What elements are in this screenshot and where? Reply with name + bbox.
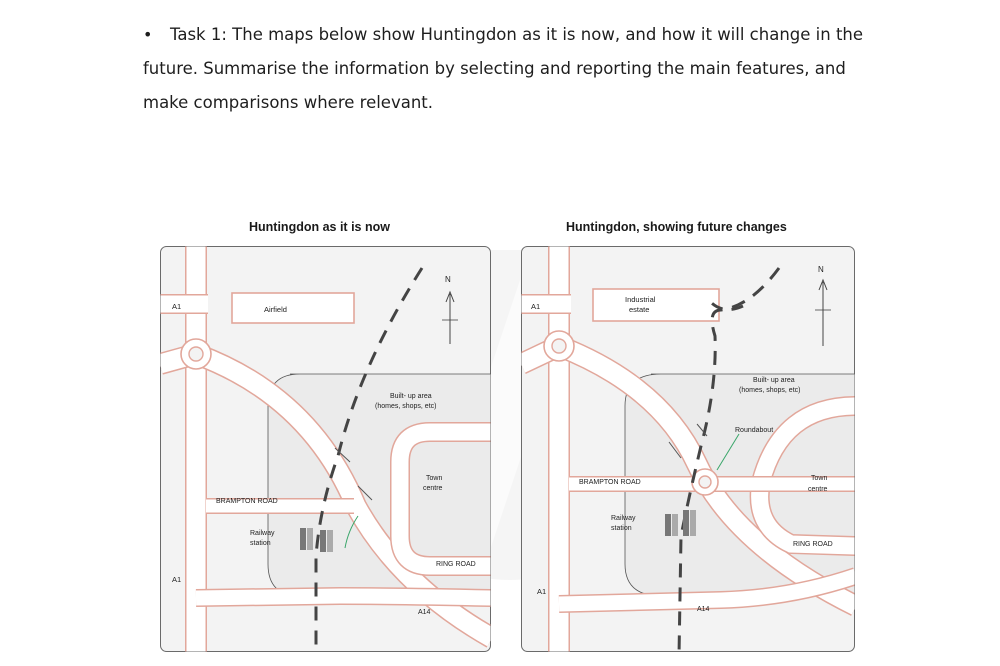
a1-top-label: A1 (531, 302, 540, 311)
brampton-label: BRAMPTON ROAD (579, 479, 641, 486)
a14-label: A14 (418, 609, 431, 616)
roundabout-label: Roundabout (735, 427, 773, 434)
railway-label-2: station (611, 525, 632, 532)
roundabout-pointer (716, 433, 740, 471)
industrial-label-2: estate (629, 305, 649, 314)
task-line-2: future. Summarise the information by sel… (143, 59, 846, 78)
north-label: N (445, 275, 451, 284)
town-label-2: centre (808, 486, 828, 493)
industrial-estate (592, 288, 720, 322)
a14-road (521, 334, 855, 616)
industrial-label-1: Industrial (625, 295, 656, 304)
builtup-label-2: (homes, shops, etc) (739, 387, 800, 394)
a1-lower-road (195, 586, 491, 607)
railway-label-2: station (250, 540, 271, 547)
railway-label-1: Railway (250, 530, 275, 537)
task-line-1: Task 1: The maps below show Huntingdon a… (170, 25, 864, 44)
town-label-1: Town (811, 475, 827, 482)
ring-road-label: RING ROAD (436, 561, 476, 568)
a1-lower-road (558, 567, 855, 613)
railway-line (677, 267, 781, 652)
task-line-3: make comparisons where relevant. (143, 93, 434, 112)
builtup-label-1: Built- up area (390, 393, 432, 400)
a1-bottom-label: A1 (537, 587, 546, 596)
town-label-2: centre (423, 485, 443, 492)
builtup-label-2: (homes, shops, etc) (375, 403, 436, 410)
builtup-label-1: Built- up area (753, 377, 795, 384)
airfield-label: Airfield (264, 305, 287, 314)
map-now: N A1 A1 Airfield Built- up area (homes, … (160, 246, 494, 661)
railway-station (300, 528, 333, 552)
a14-label: A14 (697, 606, 710, 613)
ring-road-label: RING ROAD (793, 541, 833, 548)
map-now-title: Huntingdon as it is now (249, 220, 390, 234)
railway-line (314, 267, 424, 652)
a1-top-label: A1 (172, 302, 181, 311)
brampton-label: BRAMPTON ROAD (216, 498, 278, 505)
north-arrow (442, 290, 458, 344)
railway-station (665, 510, 696, 536)
railway-label-1: Railway (611, 515, 636, 522)
task-description: • Task 1: The maps below show Huntingdon… (143, 18, 903, 120)
north-arrow (815, 278, 831, 346)
ring-road (390, 422, 491, 576)
airfield (231, 292, 355, 324)
map-future-title: Huntingdon, showing future changes (566, 220, 787, 234)
town-label-1: Town (426, 475, 442, 482)
map-future: N A1 A1 Industrial estate Built- up area… (521, 246, 857, 661)
north-label: N (818, 265, 824, 274)
station-pointer (344, 515, 359, 549)
a1-bottom-label: A1 (172, 575, 181, 584)
bullet: • (143, 25, 153, 44)
